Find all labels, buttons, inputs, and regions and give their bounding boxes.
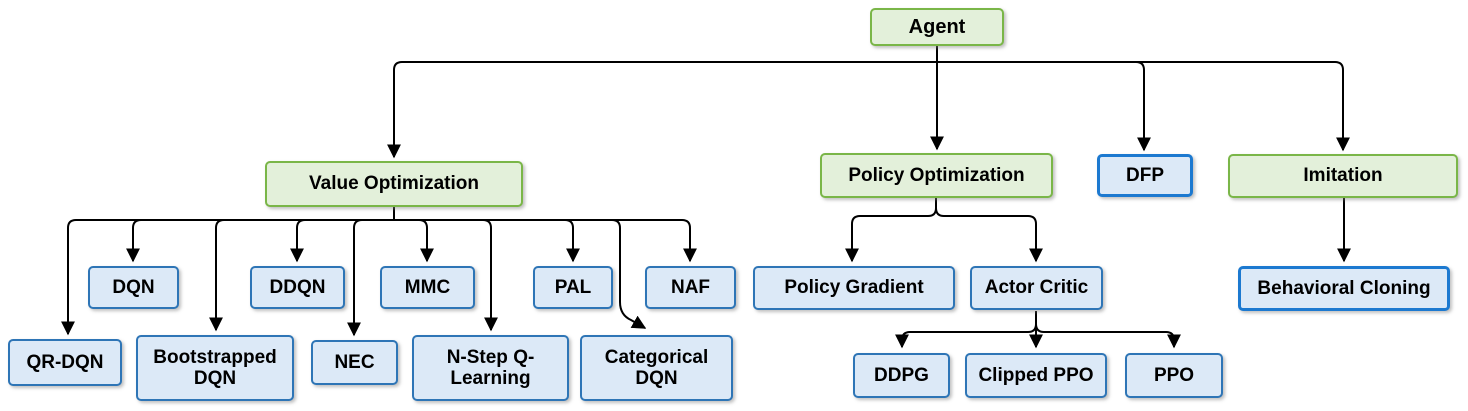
edge-vo-naf [394,219,697,263]
node-mmc: MMC [380,266,475,309]
edge-vo-pal [394,219,580,263]
node-dfp: DFP [1097,154,1193,197]
edge-vo-mmc [394,219,434,263]
edge-agent-imitation [937,61,1350,152]
edge-vo-ddqn [290,219,394,263]
node-behavioral-cloning: Behavioral Cloning [1238,266,1450,311]
node-ppo: PPO [1125,353,1223,398]
node-actor-critic: Actor Critic [970,266,1103,310]
node-categorical-dqn: Categorical DQN [580,335,733,401]
edge-vo-bootstrapped-dqn [209,219,394,332]
edge-ac-ppo [1035,311,1181,349]
node-naf: NAF [645,266,736,309]
node-policy-optimization: Policy Optimization [820,153,1053,198]
node-qr-dqn: QR-DQN [8,339,122,386]
edge-vo-dqn [126,219,394,263]
node-ddpg: DDPG [853,353,950,398]
node-n-step-q-learning: N-Step Q-Learning [412,335,569,401]
node-ddqn: DDQN [250,266,345,309]
node-pal: PAL [533,266,613,309]
edge-ac-ddpg [895,311,1037,349]
edge-vo-nec [347,219,394,337]
edge-agent-dfp [1090,61,1151,152]
edge-vo-qr-dqn [61,219,394,336]
edge-po-actor-critic [935,198,1043,263]
node-agent: Agent [870,8,1004,46]
node-nec: NEC [311,340,398,385]
node-dqn: DQN [88,266,179,309]
edge-agent-value-optimization [387,61,937,159]
node-imitation: Imitation [1228,154,1458,198]
node-bootstrapped-dqn: Bootstrapped DQN [136,335,294,401]
node-clipped-ppo: Clipped PPO [965,353,1107,398]
node-policy-gradient: Policy Gradient [753,266,955,310]
node-value-optimization: Value Optimization [265,161,523,207]
edge-po-policy-gradient [845,198,937,263]
